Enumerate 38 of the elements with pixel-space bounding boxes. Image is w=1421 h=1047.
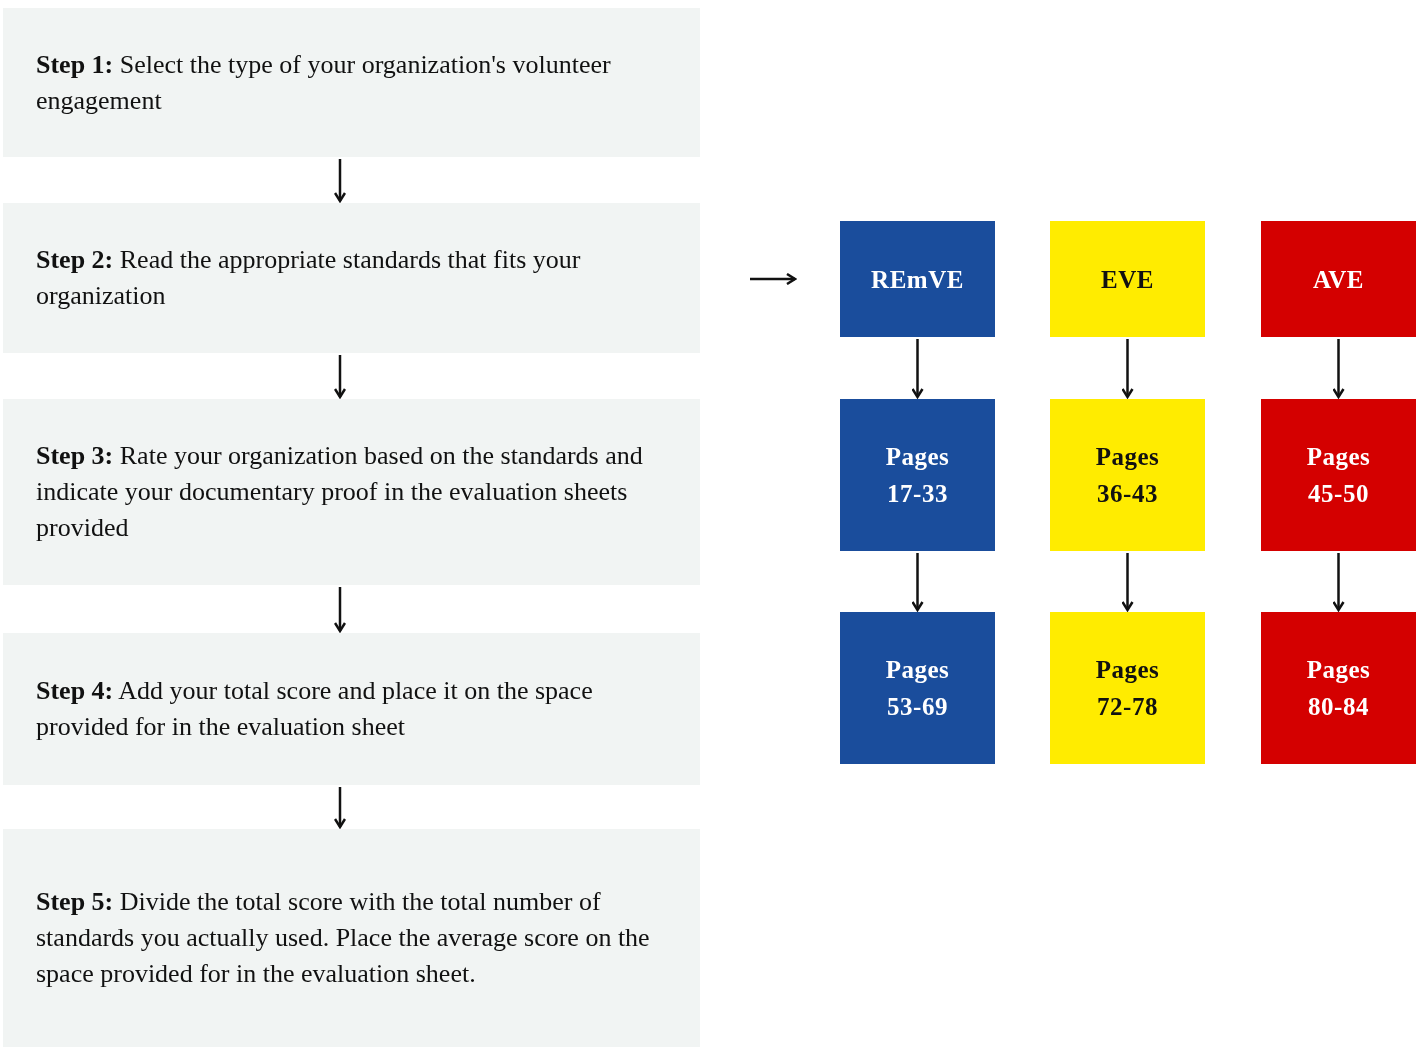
arrow [1121,553,1134,612]
step-box [3,829,700,1047]
step-box [3,203,700,353]
box-label: Pages 72-78 [1094,655,1161,722]
step-text: Step 2: Read the appropriate standards that fits your organization [36,244,582,312]
step-text: Step 4: Add your total score and place it on the space provided for in the evaluation sheet [36,675,594,743]
page-range-box [1050,399,1205,551]
step-text: Step 1: Select the type of your organization's volunteer engagement [36,48,612,117]
arrow [333,787,347,829]
page-range-box [1261,399,1416,551]
box-label: Pages 17-33 [884,442,951,509]
box-label: AVE [1311,264,1366,295]
page-range-box [1050,612,1205,764]
box-label: REmVE [870,264,965,295]
page-range-box [840,399,995,551]
page-range-box [1261,612,1416,764]
category-box [840,221,995,337]
step-box [3,633,700,785]
page-range-box [840,612,995,764]
arrow [911,553,924,612]
category-box [1050,221,1205,337]
arrow [1332,553,1345,612]
arrow [1332,339,1345,399]
arrow [333,587,347,633]
arrow [911,339,924,399]
box-label: Pages 45-50 [1305,442,1372,509]
step-box [3,399,700,585]
arrow [750,272,797,286]
arrow [333,355,347,399]
arrow [333,159,347,203]
step-text: Step 3: Rate your organization based on the standards and indicate your documentary proof in the evaluation sheets provided [36,440,644,544]
step-text: Step 5: Divide the total score with the total number of standards you actually used. Place the average score on the space provided for in the evaluation sheet. [36,886,651,990]
box-label: Pages 53-69 [884,655,951,722]
category-box [1261,221,1416,337]
box-label: Pages 36-43 [1094,442,1161,509]
box-label: Pages 80-84 [1305,655,1372,722]
box-label: EVE [1100,264,1155,295]
arrow [1121,339,1134,399]
